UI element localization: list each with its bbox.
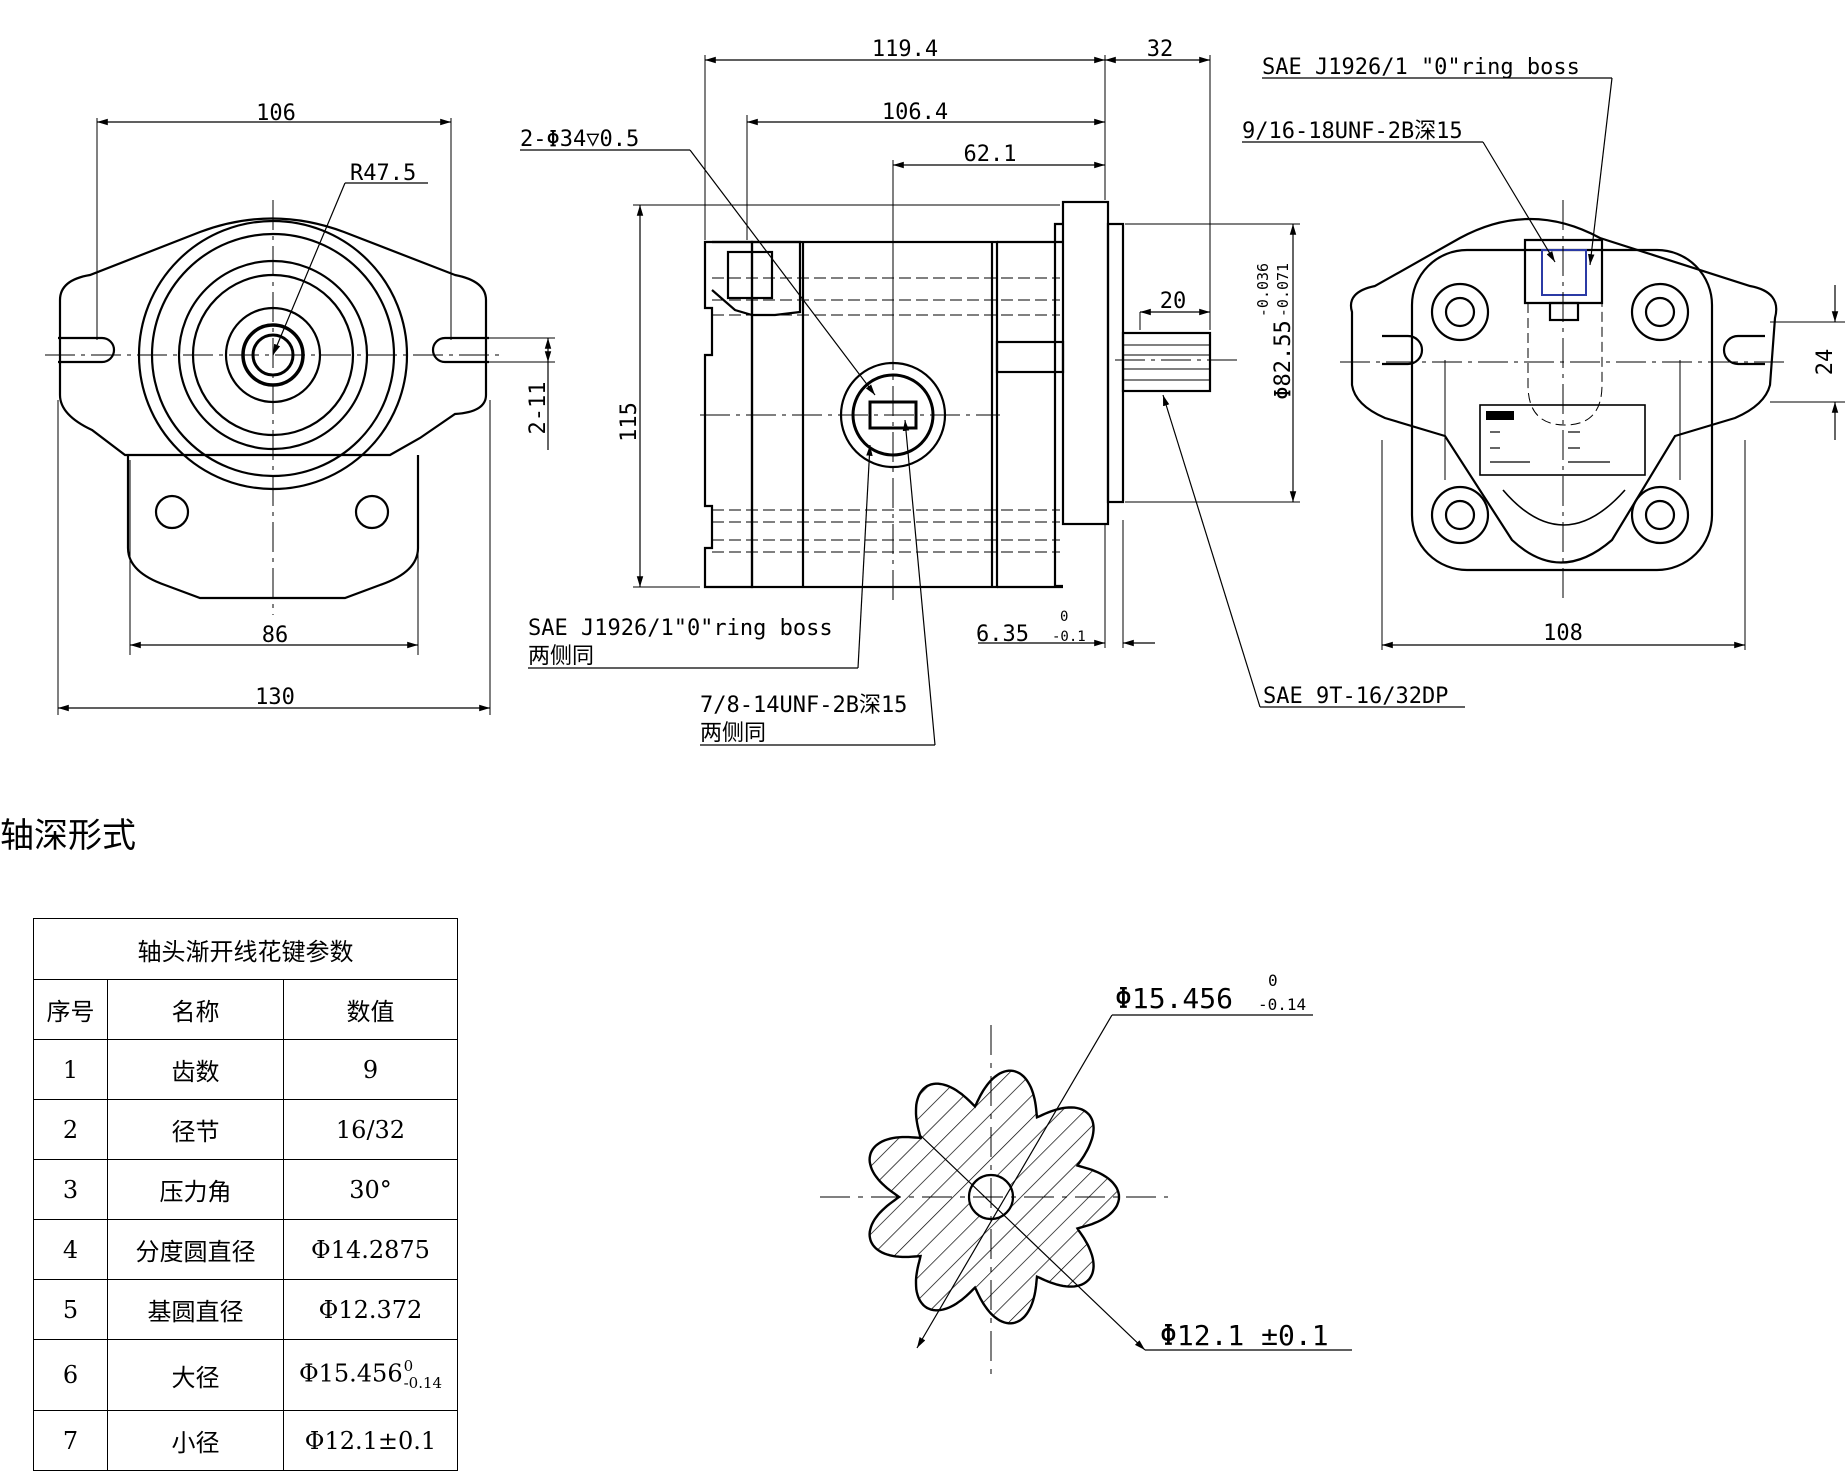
mounting-flange — [1061, 200, 1110, 526]
rear-bolt-tl — [1430, 282, 1490, 342]
body-neck — [995, 340, 1065, 374]
row-name: 齿数 — [107, 1039, 284, 1100]
row-value: 30° — [283, 1159, 458, 1220]
side-dim-115: 115 — [617, 402, 642, 442]
table-row: 5 基圆直径 Φ12.372 — [33, 1279, 458, 1340]
row-value: Φ12.1±0.1 — [283, 1410, 458, 1471]
front-view — [45, 118, 555, 715]
header-name: 名称 — [107, 979, 284, 1040]
right-slot — [431, 336, 489, 364]
note-port-boss-1: SAE J1926/1"0"ring boss — [528, 616, 833, 641]
header-index: 序号 — [33, 979, 108, 1040]
note-port-thread-1: 7/8-14UNF-2B深15 — [700, 693, 907, 718]
row-value: 9 — [283, 1039, 458, 1100]
table-caption: 轴头渐开线花键参数 — [33, 918, 458, 980]
side-dim-pilot: Φ82.55 — [1271, 320, 1296, 399]
table-row: 3 压力角 30° — [33, 1159, 458, 1220]
row-value-main: Φ15.456 — [298, 1359, 403, 1388]
side-dim-62: 62.1 — [964, 142, 1017, 167]
row-name: 压力角 — [107, 1159, 284, 1220]
note-drain-thread: 9/16-18UNF-2B深15 — [1242, 119, 1463, 144]
spline-dim-minor: Φ12.1 ±0.1 — [1160, 1319, 1329, 1352]
left-slot — [58, 336, 116, 364]
side-tol-pilot-lower: -0.071 — [1274, 263, 1292, 317]
front-bolt-hole-left — [154, 494, 190, 530]
spline-section: Φ15.456 0 -0.14 Φ12.1 ±0.1 — [820, 971, 1352, 1375]
side-dim-119: 119.4 — [872, 37, 938, 62]
table-row: 2 径节 16/32 — [33, 1099, 458, 1160]
note-port-thread-2: 两侧同 — [700, 721, 766, 746]
front-bolt-hole-right — [354, 494, 390, 530]
section-title: 轴深形式 — [0, 816, 136, 856]
row-name: 基圆直径 — [107, 1279, 284, 1340]
row-name: 分度圆直径 — [107, 1219, 284, 1280]
row-name: 小径 — [107, 1410, 284, 1471]
row-index: 2 — [33, 1099, 108, 1160]
header-value: 数值 — [283, 979, 458, 1040]
rear-view-labels: SAE J1926/1 "0"ring boss 9/16-18UNF-2B深1… — [1242, 55, 1838, 646]
pilot — [1106, 222, 1125, 504]
table-row: 1 齿数 9 — [33, 1039, 458, 1100]
side-tol-flange-lower: -0.1 — [1052, 629, 1086, 645]
front-dim-radius: R47.5 — [350, 161, 416, 186]
side-view — [520, 55, 1465, 746]
spline-parameter-table: 轴头渐开线花键参数 序号 名称 数值 1 齿数 9 2 径节 16/32 3 压… — [33, 918, 458, 1471]
row-value-tolerance: 0-0.14 — [404, 1358, 442, 1392]
rear-bolt-br — [1630, 485, 1690, 545]
row-index: 7 — [33, 1410, 108, 1471]
tol-upper: 0 — [403, 1357, 414, 1375]
note-counterbore: 2-Φ34▽0.5 — [520, 127, 639, 152]
table-row: 7 小径 Φ12.1±0.1 — [33, 1410, 458, 1471]
side-view-labels: 119.4 32 106.4 62.1 20 115 Φ82.55 -0.036… — [520, 37, 1448, 746]
spline-shaft — [1121, 331, 1212, 393]
front-dim-106: 106 — [256, 101, 296, 126]
row-index: 6 — [33, 1339, 108, 1411]
row-value: Φ14.2875 — [283, 1219, 458, 1280]
side-dim-flange: 6.35 — [976, 622, 1029, 647]
row-name: 径节 — [107, 1099, 284, 1160]
row-name: 大径 — [107, 1339, 284, 1411]
front-view-labels: 106 R47.5 2-11 86 130 — [255, 101, 551, 710]
rear-dim-24: 24 — [1813, 349, 1838, 376]
row-value: 16/32 — [283, 1099, 458, 1160]
spline-dim-major: Φ15.456 — [1115, 982, 1233, 1015]
side-tol-flange-upper: 0 — [1060, 609, 1068, 625]
row-index: 5 — [33, 1279, 108, 1340]
spline-tol-lower: -0.14 — [1258, 995, 1306, 1014]
rear-view — [1242, 77, 1845, 650]
row-index: 1 — [33, 1039, 108, 1100]
note-spline: SAE 9T-16/32DP — [1263, 684, 1448, 709]
table-row: 4 分度圆直径 Φ14.2875 — [33, 1219, 458, 1280]
tol-lower: -0.14 — [403, 1374, 443, 1392]
side-tol-pilot-upper: -0.036 — [1254, 263, 1272, 317]
rear-dim-108: 108 — [1543, 621, 1583, 646]
row-value: Φ12.372 — [283, 1279, 458, 1340]
front-dim-slot: 2-11 — [526, 382, 551, 435]
row-index: 3 — [33, 1159, 108, 1220]
front-dim-86: 86 — [262, 623, 289, 648]
side-dim-20: 20 — [1160, 289, 1187, 314]
drain-port — [1541, 249, 1587, 296]
counterbore-pocket — [726, 250, 774, 300]
note-port-boss-2: 两侧同 — [528, 644, 594, 669]
side-dim-32: 32 — [1147, 37, 1174, 62]
row-index: 4 — [33, 1219, 108, 1280]
note-drain-boss: SAE J1926/1 "0"ring boss — [1262, 55, 1580, 80]
side-dim-106: 106.4 — [882, 100, 948, 125]
rear-bolt-tr — [1630, 282, 1690, 342]
rear-flange-outline — [1349, 218, 1778, 564]
front-flange-outline — [58, 217, 488, 457]
rear-bolt-bl — [1430, 485, 1490, 545]
spline-tol-upper: 0 — [1268, 971, 1278, 990]
front-dim-130: 130 — [255, 685, 295, 710]
